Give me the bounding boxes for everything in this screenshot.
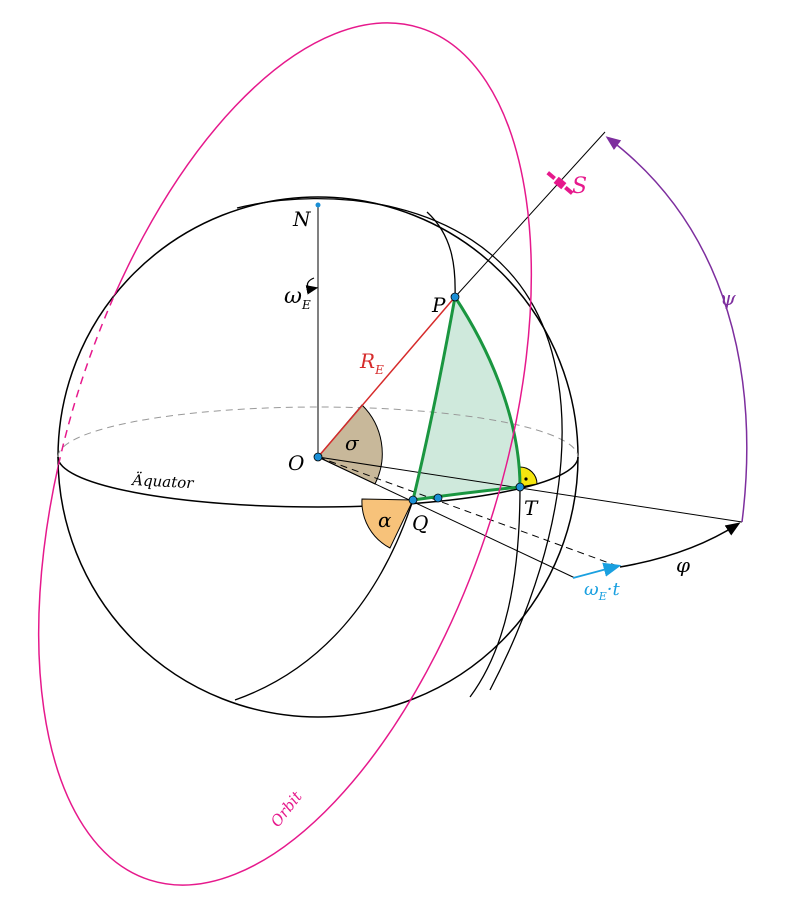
label-sigma: σ (345, 431, 360, 455)
spherical-triangle-fill (413, 297, 520, 500)
point-p (450, 292, 460, 302)
line-o-q (317, 456, 576, 579)
label-omega-e: ωE (284, 284, 311, 312)
dashed-line-o (317, 456, 621, 568)
equator-front (57, 456, 579, 508)
label-p: P (431, 293, 446, 317)
point-o (313, 452, 323, 462)
label-equator: Äquator (130, 471, 195, 492)
satellite-icon (546, 171, 574, 195)
right-angle-dot (524, 477, 528, 481)
phi-arrow (619, 522, 741, 568)
label-o: O (288, 451, 304, 475)
label-radius: RE (359, 349, 384, 377)
triangle-edge-qt (412, 485, 521, 502)
label-satellite: S (572, 174, 587, 199)
triangle-edge-pt (453, 296, 522, 488)
radius-line (317, 296, 456, 458)
line-o-t (317, 456, 743, 523)
orbit-hidden-segment (58, 197, 318, 717)
psi-arrow (605, 136, 748, 523)
omega-t-arrow (572, 562, 622, 579)
label-omega-t: ωE·t (584, 579, 620, 603)
point-n (315, 202, 321, 208)
label-psi: ψ (720, 286, 736, 310)
alpha-sector (361, 498, 414, 549)
point-track (433, 493, 443, 503)
label-n: N (292, 207, 312, 231)
equator-back (57, 406, 579, 458)
rotation-arrow-icon (305, 277, 319, 295)
label-alpha: α (378, 508, 392, 532)
point-q (408, 495, 418, 505)
label-phi: φ (676, 553, 690, 577)
label-t: T (524, 496, 539, 520)
point-t (515, 482, 525, 492)
satellite-direction-line (454, 131, 606, 298)
triangle-edge-pq (411, 296, 457, 501)
orbit-ellipse (37, 22, 533, 886)
label-orbit: Orbit (267, 787, 306, 830)
label-q: Q (412, 511, 428, 535)
